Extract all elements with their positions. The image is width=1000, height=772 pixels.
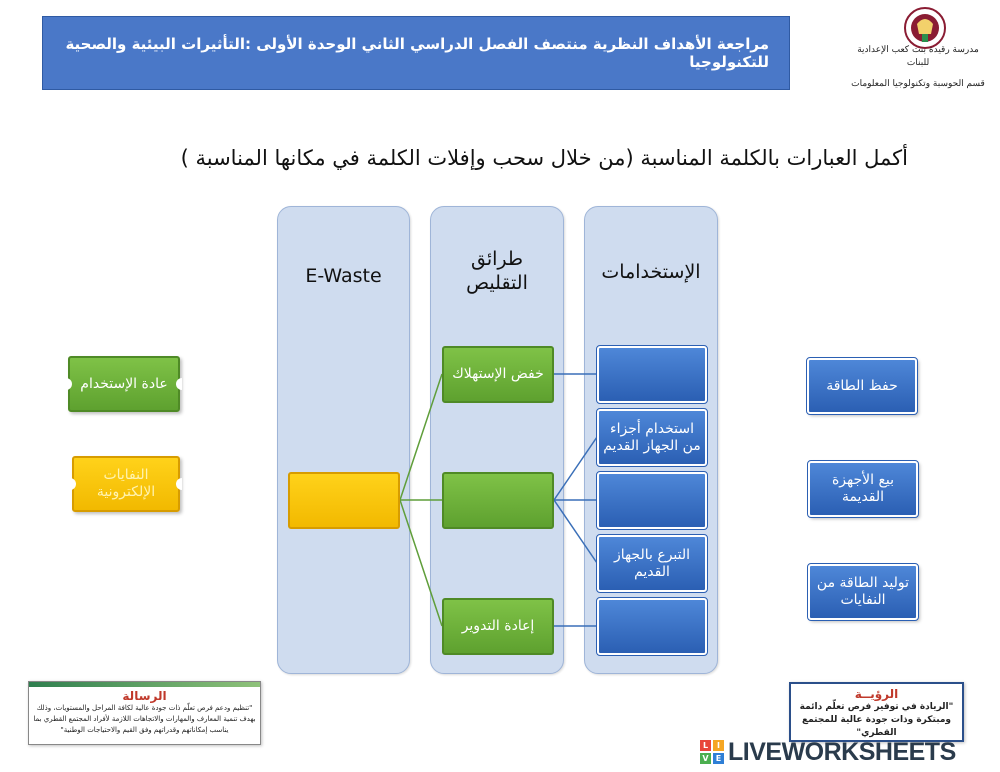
liveworksheets-brand: L I V E LIVEWORKSHEETS: [700, 736, 956, 768]
ewaste-column: E-Waste: [277, 206, 410, 674]
vision-title: الرؤيــة: [854, 687, 899, 701]
drag-word-sell-devices-label: بيع الأجهزة القديمة: [831, 472, 895, 505]
drag-word-sell-devices[interactable]: بيع الأجهزة القديمة: [807, 460, 919, 518]
school-info: مدرسة رقيدة بنت كعب الإعدادية للبنات قسم…: [848, 44, 988, 91]
department-name: قسم الحوسبة وتكنولوجيا المعلومات: [851, 79, 985, 89]
liveworksheets-logo-icon: L I V E: [700, 740, 724, 764]
uses-drop-slot-2[interactable]: [596, 471, 708, 530]
instruction-text: أكمل العبارات بالكلمة المناسبة (من خلال …: [180, 146, 908, 170]
vision-panel: الرؤيــة "الريادة في توفير فرص تعلّم دائ…: [789, 682, 964, 742]
drag-word-ewaste[interactable]: النفايات الإلكترونية: [70, 456, 182, 512]
recycle-label: إعادة التدوير: [461, 618, 535, 634]
brand-mark-e: E: [713, 753, 724, 764]
mission-panel: الرسالة "تنظيم ودعم فرص تعلّم ذات جودة ع…: [28, 681, 261, 745]
title-banner: مراجعة الأهداف النظرية منتصف الفصل الدرا…: [42, 16, 790, 90]
drag-word-waste-energy-label: توليد الطاقة من النفايات: [816, 575, 910, 608]
drag-word-waste-energy[interactable]: توليد الطاقة من النفايات: [807, 563, 919, 621]
school-name: مدرسة رقيدة بنت كعب الإعدادية للبنات: [857, 45, 979, 68]
uses-drop-slot-3[interactable]: [596, 597, 708, 656]
ewaste-column-title: E-Waste: [305, 265, 382, 287]
uses-parts-label: استخدام أجزاء من الجهاز القديم: [603, 420, 701, 454]
brand-mark-v: V: [700, 753, 711, 764]
brand-mark-i: I: [713, 740, 724, 751]
mission-body: "تنظيم ودعم فرص تعلّم ذات جودة عالية لكا…: [33, 704, 256, 734]
drag-word-ewaste-label: النفايات الإلكترونية: [96, 467, 156, 500]
drag-word-save-energy-label: حفظ الطاقة: [826, 377, 898, 394]
reduce-consumption-label: خفض الإستهلاك: [452, 366, 544, 382]
reduce-column: طرائق التقليص: [430, 206, 564, 674]
brand-text: LIVEWORKSHEETS: [728, 737, 956, 766]
mission-accent-bar: [29, 682, 260, 687]
uses-donate-box: التبرع بالجهاز القديم: [596, 534, 708, 593]
uses-parts-box: استخدام أجزاء من الجهاز القديم: [596, 408, 708, 467]
recycle-box: إعادة التدوير: [442, 598, 554, 655]
brand-mark-l: L: [700, 740, 711, 751]
drag-word-reuse-label: عادة الإستخدام: [80, 375, 168, 392]
banner-title: مراجعة الأهداف النظرية منتصف الفصل الدرا…: [65, 35, 769, 71]
reduce-consumption-box: خفض الإستهلاك: [442, 346, 554, 403]
reuse-drop-slot[interactable]: [442, 472, 554, 529]
vision-body: "الريادة في توفير فرص تعلّم دائمة ومبتكر…: [799, 702, 954, 738]
mission-title: الرسالة: [122, 689, 167, 703]
drag-word-save-energy[interactable]: حفظ الطاقة: [806, 357, 918, 415]
uses-donate-label: التبرع بالجهاز القديم: [613, 546, 691, 580]
ministry-logo: [895, 4, 955, 56]
uses-column-title: الإستخدامات: [601, 261, 701, 283]
uses-drop-slot-1[interactable]: [596, 345, 708, 404]
drag-word-reuse[interactable]: عادة الإستخدام: [66, 356, 182, 412]
ewaste-drop-slot[interactable]: [288, 472, 400, 529]
reduce-column-title: طرائق التقليص: [466, 248, 528, 294]
